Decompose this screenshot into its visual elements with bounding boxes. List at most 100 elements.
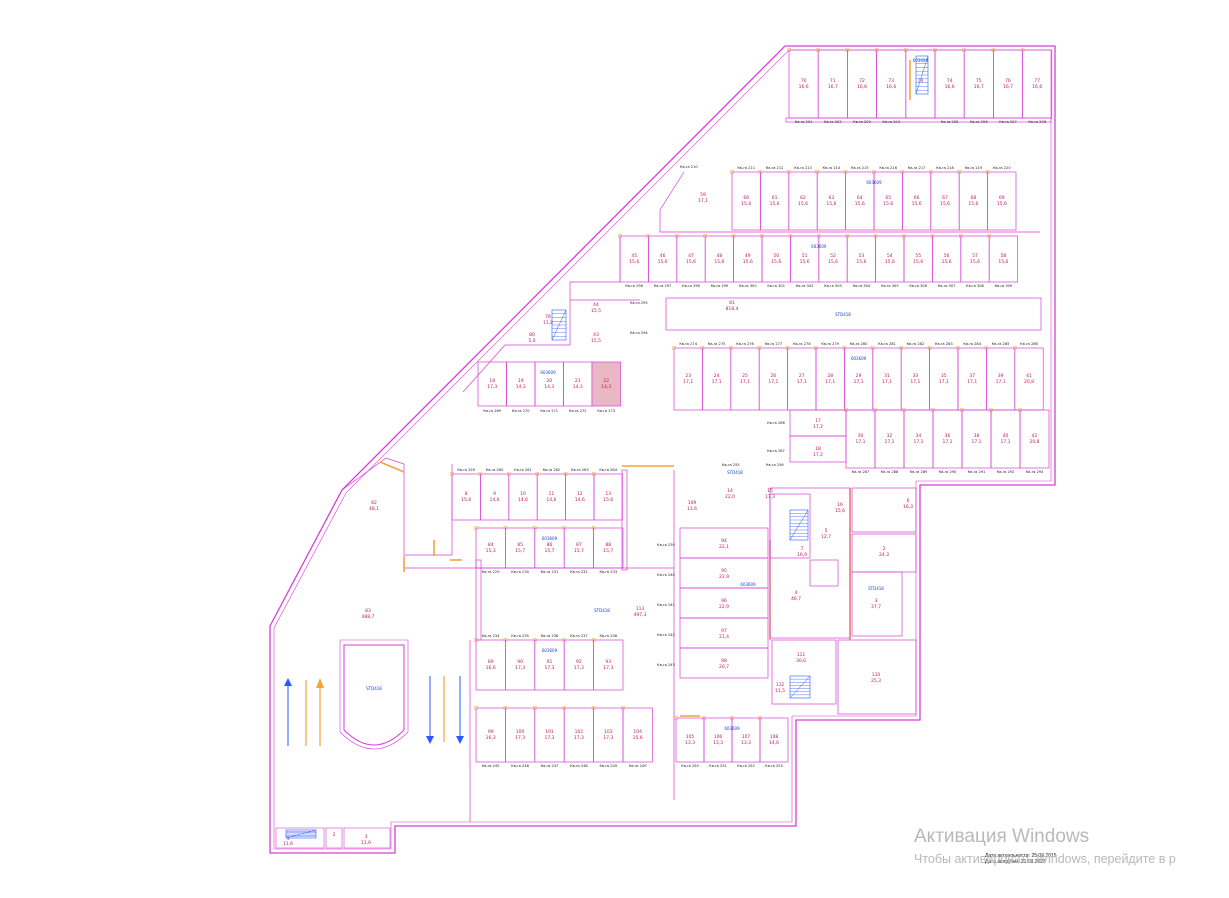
room-area: 15,6 <box>771 259 781 265</box>
column-mark <box>474 526 478 530</box>
room-outline <box>874 409 905 469</box>
room-ref: Кв-ra 274 <box>679 342 697 346</box>
room-area: 17,3 <box>487 384 497 390</box>
room-ref: Кв-ra 303 <box>824 284 842 288</box>
room-area: 14,3 <box>573 384 583 390</box>
column-mark <box>702 716 706 720</box>
room-outline <box>847 49 877 119</box>
room-number: 73 <box>888 78 894 84</box>
column-mark <box>675 234 679 238</box>
room-cell[interactable]: 914,6Кв-ra 260 <box>478 468 510 521</box>
room-area: 15,6 <box>686 259 696 265</box>
room-15-ref: Кв-ra 256 <box>766 463 784 467</box>
room-cell[interactable]: 815,6Кв-ra 259 <box>450 468 481 521</box>
room-area: 15,6 <box>856 259 866 265</box>
room-outline <box>761 235 791 283</box>
